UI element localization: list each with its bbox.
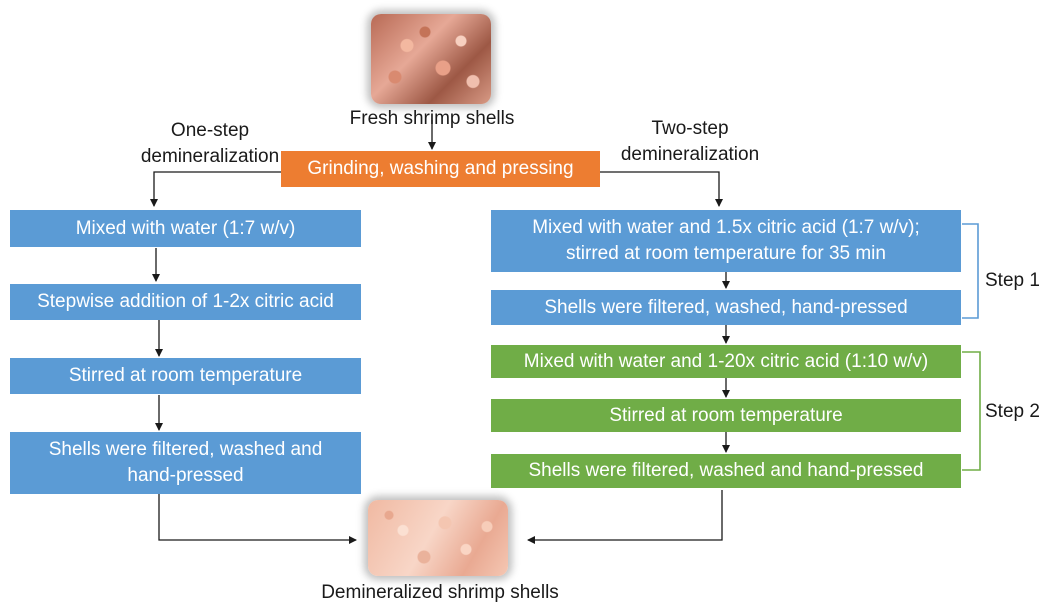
step1-box-1: Mixed with water and 1.5x citric acid (1… (491, 210, 961, 272)
step2-box-2: Stirred at room temperature (491, 399, 961, 432)
arrow-left-to-bottom (159, 494, 356, 540)
grinding-washing-pressing-box: Grinding, washing and pressing (281, 151, 600, 187)
two-step-label: Two-step demineralization (570, 116, 810, 168)
one-step-box-4: Shells were filtered, washed and hand-pr… (10, 432, 361, 494)
fresh-shrimp-shells-photo (371, 14, 491, 104)
step1-box-2: Shells were filtered, washed, hand-press… (491, 290, 961, 325)
step2-label: Step 2 (985, 399, 1045, 425)
one-step-box-1: Mixed with water (1:7 w/v) (10, 210, 361, 247)
arrow-start-to-right (600, 172, 719, 206)
demineralized-shrimp-shells-photo (368, 500, 508, 576)
step2-box-3: Shells were filtered, washed and hand-pr… (491, 454, 961, 488)
step2-box-1: Mixed with water and 1-20x citric acid (… (491, 345, 961, 378)
arrow-right-to-bottom (528, 490, 722, 540)
step2-bracket (962, 352, 980, 470)
one-step-box-3: Stirred at room temperature (10, 358, 361, 394)
demineralized-shrimp-shells-label: Demineralized shrimp shells (270, 580, 610, 606)
fresh-shrimp-shells-label: Fresh shrimp shells (310, 106, 554, 132)
step1-label: Step 1 (985, 268, 1045, 294)
step1-bracket (962, 224, 978, 318)
arrow-start-to-left (154, 172, 281, 206)
one-step-box-2: Stepwise addition of 1-2x citric acid (10, 284, 361, 320)
